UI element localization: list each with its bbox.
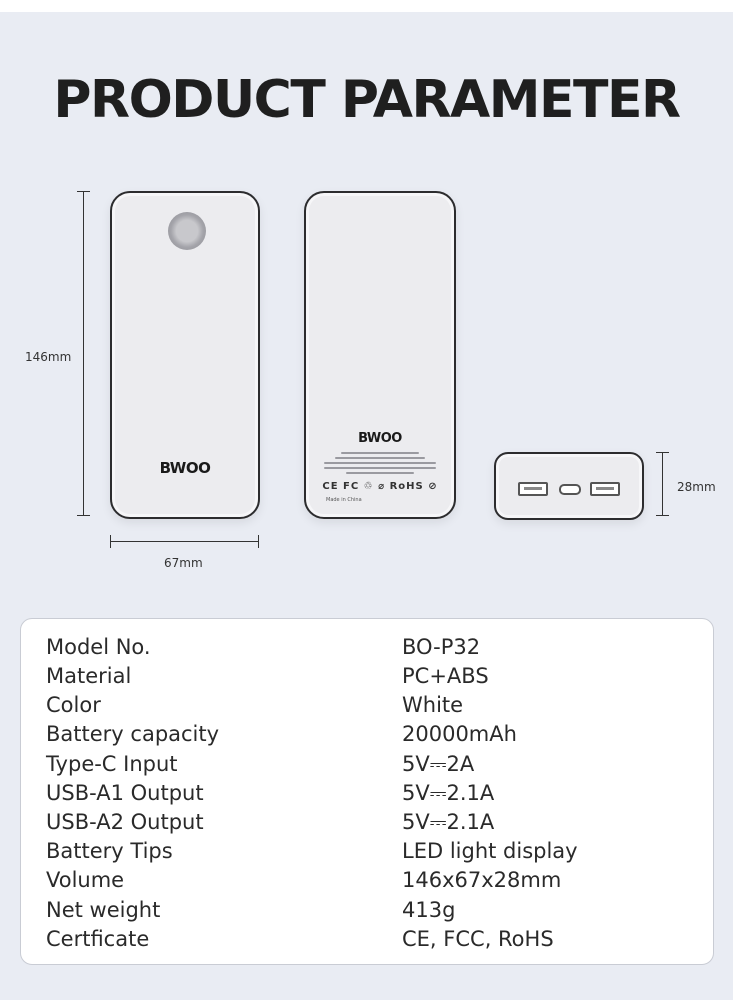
spec-label: USB-A2 Output	[46, 810, 204, 834]
page-title: PRODUCT PARAMETER	[53, 70, 681, 130]
spec-value: White	[402, 693, 464, 717]
height-dimension-cap-bottom	[77, 515, 90, 516]
spec-value: LED light display	[402, 839, 578, 863]
height-dimension-line	[83, 191, 84, 516]
parameter-panel: Model No. BO-P32 Material PC+ABS Color W…	[20, 618, 714, 965]
spec-label: Volume	[46, 868, 125, 892]
certification-icons: CE FC ♲ ⌀ RoHS ⊘	[322, 481, 438, 492]
spec-row-usb-a1-output: USB-A1 Output 5V⎓2.1A	[21, 781, 713, 810]
power-bank-back: BWOO CE FC ♲ ⌀ RoHS ⊘ Made in China	[304, 191, 456, 519]
spec-label: Material	[46, 664, 132, 688]
width-dimension-line	[110, 541, 259, 542]
spec-row-battery-capacity: Battery capacity 20000mAh	[21, 722, 713, 751]
spec-row-volume: Volume 146x67x28mm	[21, 868, 713, 897]
usb-c-port-icon	[559, 484, 581, 495]
spec-label: Battery Tips	[46, 839, 173, 863]
spec-value: PC+ABS	[402, 664, 489, 688]
top-strip	[0, 0, 733, 12]
thickness-dimension-cap-top	[656, 452, 669, 453]
height-dimension-cap-top	[77, 191, 90, 192]
width-dimension-cap-left	[110, 535, 111, 548]
spec-row-color: Color White	[21, 693, 713, 722]
spec-value: 146x67x28mm	[402, 868, 562, 892]
spec-label: Type-C Input	[46, 752, 178, 776]
spec-value: 20000mAh	[402, 722, 517, 746]
spec-row-usb-a2-output: USB-A2 Output 5V⎓2.1A	[21, 810, 713, 839]
width-label: 67mm	[164, 556, 203, 570]
spec-label: Battery capacity	[46, 722, 220, 746]
spec-label: USB-A1 Output	[46, 781, 204, 805]
spec-row-battery-tips: Battery Tips LED light display	[21, 839, 713, 868]
spec-value: CE, FCC, RoHS	[402, 927, 554, 951]
spec-label: Model No.	[46, 635, 151, 659]
spec-value: 5V⎓2A	[402, 752, 475, 776]
thickness-label: 28mm	[677, 480, 716, 494]
spec-row-certificate: Certficate CE, FCC, RoHS	[21, 927, 713, 956]
spec-value: 5V⎓2.1A	[402, 810, 495, 834]
brand-logo: BWOO	[159, 459, 211, 477]
height-label: 146mm	[25, 350, 72, 364]
spec-label-text	[324, 449, 436, 477]
usb-a1-port-icon	[518, 482, 548, 496]
spec-row-type-c-input: Type-C Input 5V⎓2A	[21, 752, 713, 781]
thickness-dimension-cap-bottom	[656, 515, 669, 516]
spec-value: 413g	[402, 898, 456, 922]
spec-label: Color	[46, 693, 101, 717]
width-dimension-cap-right	[258, 535, 259, 548]
usb-a2-port-icon	[590, 482, 620, 496]
power-bank-front: BWOO	[110, 191, 260, 519]
spec-label: Certficate	[46, 927, 150, 951]
spec-value: BO-P32	[402, 635, 481, 659]
power-bank-side	[494, 452, 644, 520]
thickness-dimension-line	[662, 452, 663, 516]
back-brand-logo: BWOO	[358, 431, 402, 446]
spec-label: Net weight	[46, 898, 161, 922]
made-in-label: Made in China	[326, 497, 362, 503]
spec-row-material: Material PC+ABS	[21, 664, 713, 693]
spec-row-model: Model No. BO-P32	[21, 635, 713, 664]
spec-row-net-weight: Net weight 413g	[21, 898, 713, 927]
led-indicator-icon	[168, 212, 206, 250]
spec-value: 5V⎓2.1A	[402, 781, 495, 805]
